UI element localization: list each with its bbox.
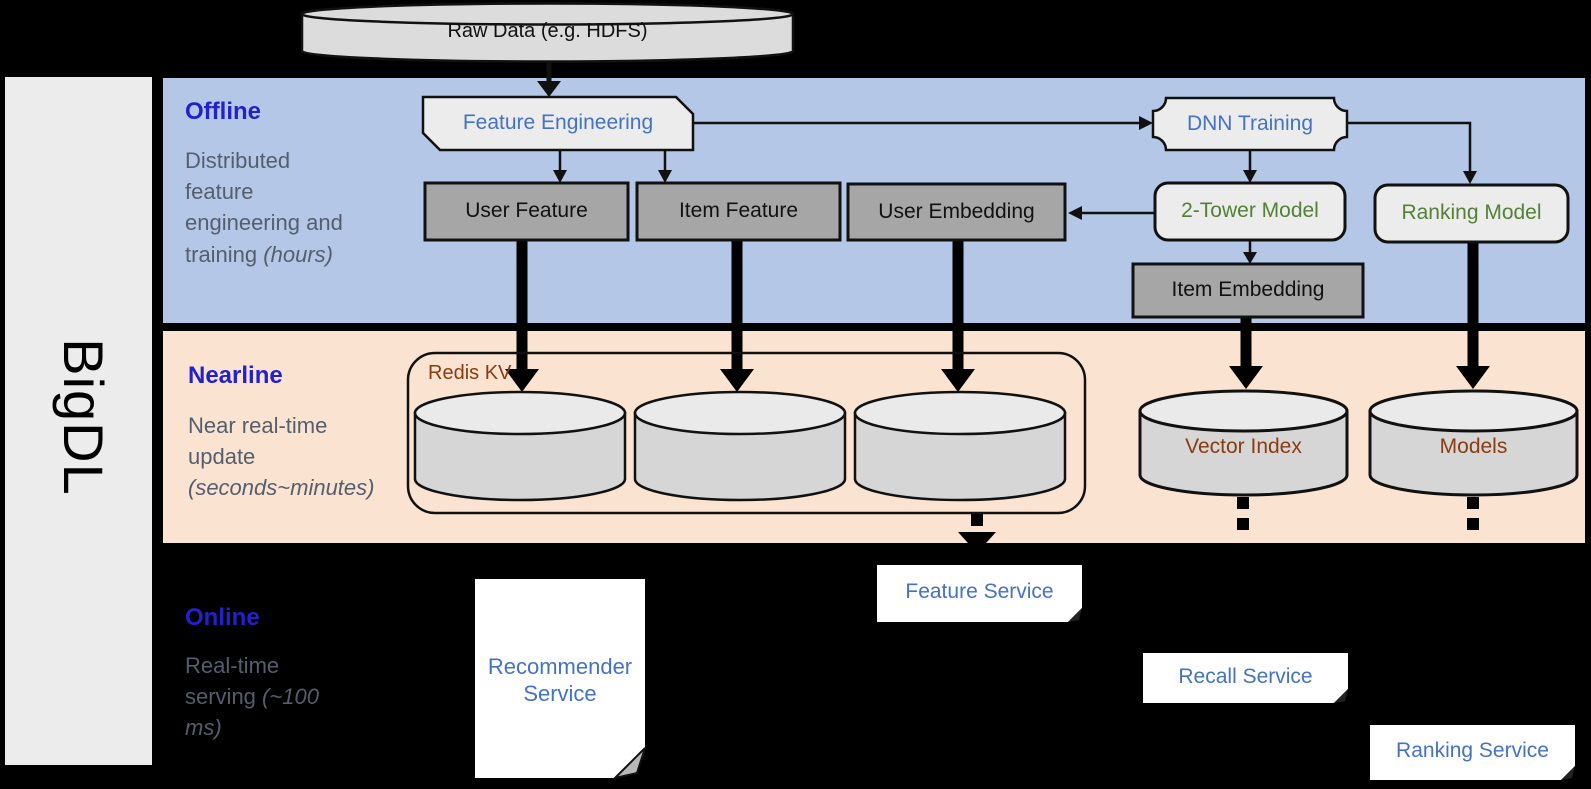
redis-kv-container: [406, 351, 1087, 515]
raw-data-arrow: [537, 62, 561, 97]
feature-service-arrowhead: [958, 532, 996, 553]
dashed-pipes: [971, 497, 1479, 534]
gray-boxes: [423, 181, 1365, 319]
model-boxes: [1153, 181, 1570, 244]
thin-arrowheads: [553, 116, 1477, 264]
feature-engineering-shape: [421, 95, 695, 152]
bigdl-sidebar: BigDL: [5, 77, 152, 765]
dnn-training-shape: [1151, 96, 1349, 152]
recommender-service-page: [475, 579, 646, 780]
thick-arrowheads: [505, 366, 1490, 392]
thick-pipes: [516, 240, 1479, 371]
raw-data-cylinder: [300, 2, 795, 63]
storage-cylinders: [1138, 389, 1579, 497]
redis-cylinders: [413, 390, 1067, 502]
service-cards: [877, 565, 1575, 780]
thin-connectors: [558, 121, 1472, 253]
